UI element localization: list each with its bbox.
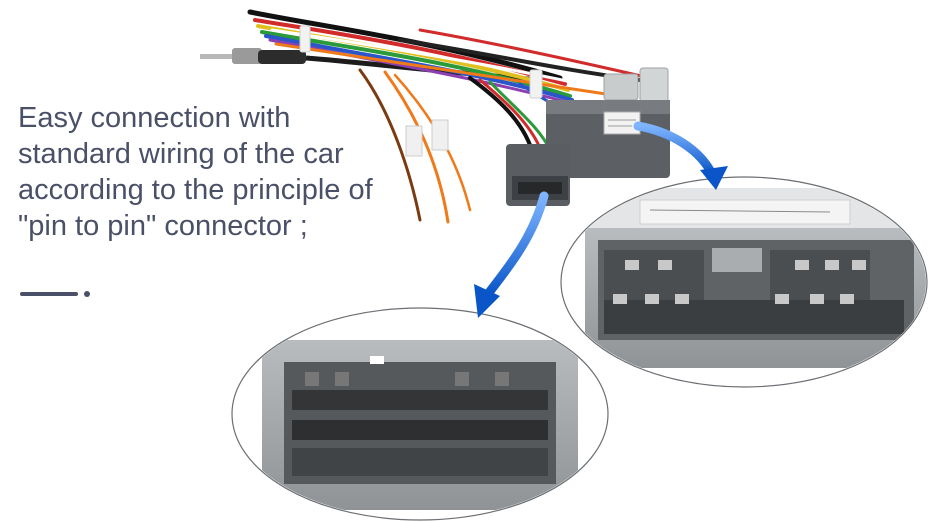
headline-line: according to the principle of xyxy=(18,174,373,206)
zoom-callout-bottom-left xyxy=(231,307,609,521)
wire-label-tag xyxy=(405,125,423,157)
zoom-arrow-right xyxy=(633,121,728,190)
main-harness-connector xyxy=(546,100,670,178)
wire-label-tag xyxy=(431,119,449,151)
small-harness-connector xyxy=(506,144,570,206)
zoom-arrow-left xyxy=(474,191,549,318)
headline-line: "pin to pin" connector ; xyxy=(18,210,308,242)
headline-line: Easy connection with xyxy=(18,102,291,134)
decorative-divider xyxy=(20,290,100,298)
headline: Easy connection with standard wiring of … xyxy=(18,100,458,244)
cable-tie xyxy=(529,69,543,99)
cable-tie xyxy=(299,25,311,53)
divider-bar xyxy=(20,292,78,296)
headline-line: standard wiring of the car xyxy=(18,138,344,170)
zoom-callout-top-right xyxy=(560,176,928,388)
white-connector xyxy=(603,67,669,103)
divider-dot xyxy=(84,291,90,297)
